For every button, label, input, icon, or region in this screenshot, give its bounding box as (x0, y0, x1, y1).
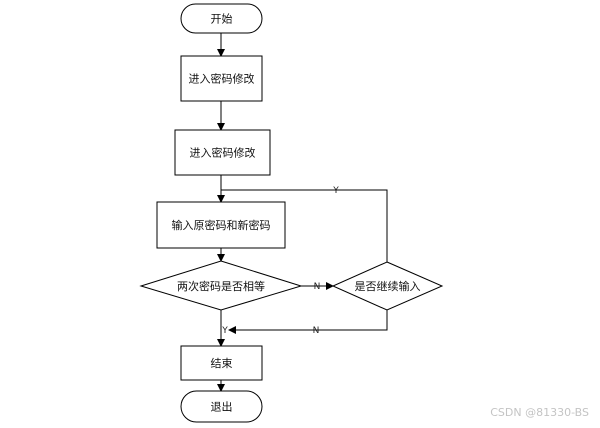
edge-continue-yes-loop (221, 189, 388, 262)
compare-yes-label: Y (221, 326, 228, 336)
continue-decision (331, 261, 444, 311)
compare-decision (139, 260, 303, 311)
watermark-text: CSDN @81330-BS (490, 406, 589, 419)
step1-box (180, 55, 263, 102)
finish-box (180, 345, 263, 381)
edge-continue-no-to-finish (228, 310, 388, 334)
start-terminal (180, 3, 263, 34)
compare-label: 两次密码是否相等 (177, 279, 265, 293)
continue-no-label: N (313, 326, 320, 336)
finish-label: 结束 (211, 357, 233, 370)
exit-terminal (180, 390, 263, 423)
step2-box (174, 129, 271, 176)
start-label: 开始 (211, 12, 233, 26)
continue-yes-label: Y (332, 186, 339, 196)
continue-label: 是否继续输入 (355, 279, 421, 293)
step1-label: 进入密码修改 (189, 72, 255, 86)
compare-no-label: N (314, 282, 321, 292)
input-label: 输入原密码和新密码 (172, 218, 271, 232)
step2-label: 进入密码修改 (190, 146, 256, 160)
exit-label: 退出 (211, 400, 233, 414)
input-box (156, 201, 286, 249)
